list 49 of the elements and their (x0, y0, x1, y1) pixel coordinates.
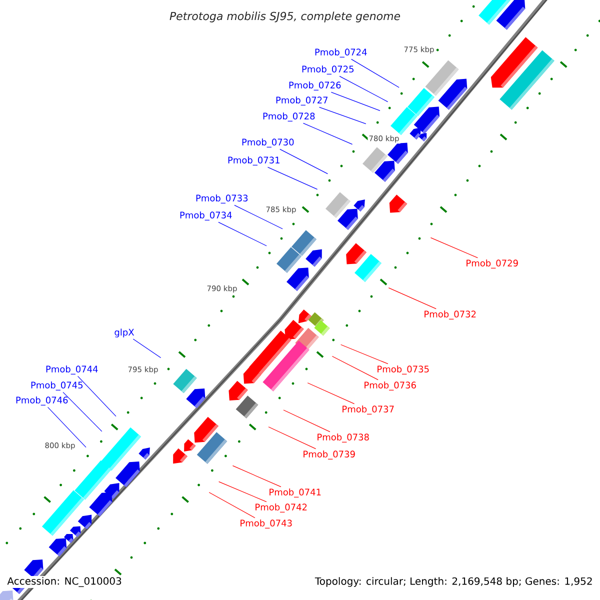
leader-line (218, 481, 267, 502)
leader-line (208, 492, 256, 518)
gene-label: Pmob_0745 (31, 382, 82, 390)
leader-line (330, 92, 380, 111)
gene-label: Pmob_0734 (180, 212, 232, 220)
leader-line (318, 106, 366, 124)
gene-label: Pmob_0741 (270, 488, 321, 498)
gene-label: Pmob_0742 (256, 504, 307, 512)
leader-line (218, 222, 267, 246)
gene-label: Pmob_0724 (315, 48, 367, 58)
gene-label: Pmob_0732 (424, 310, 476, 320)
leader-line (283, 410, 330, 432)
leader-line (234, 204, 283, 230)
gene-label: Pmob_0731 (228, 156, 280, 166)
leader-line (267, 166, 318, 190)
gene-label: Pmob_0744 (46, 366, 98, 374)
gene-label: Pmob_0729 (466, 260, 518, 268)
accession-text: Accession: NC_010003 (6, 576, 123, 588)
gene-label: Pmob_0726 (289, 82, 341, 90)
gene-label: Pmob_0743 (240, 520, 292, 528)
leader-line (268, 426, 316, 450)
leader-line (47, 406, 86, 448)
leader-line (132, 338, 162, 358)
leader-line (332, 356, 378, 380)
gene-label: Pmob_0737 (342, 406, 394, 414)
title: Petrotoga mobilis SJ95, complete genome (168, 10, 402, 24)
gene-label: Pmob_0746 (16, 396, 68, 406)
leader-line (307, 382, 355, 404)
leader-line (351, 58, 400, 88)
gene-label: Pmob_0728 (263, 112, 315, 122)
genome-info-text: Topology: circular; Length: 2,169,548 bp; Genes: 1,952 (314, 577, 592, 587)
gene-label: Pmob_0725 (302, 66, 354, 74)
gene-label: Pmob_0736 (364, 382, 416, 390)
leader-line (339, 76, 388, 102)
gene-label: Pmob_0733 (196, 194, 248, 204)
leader-line (77, 376, 116, 417)
leader-line (388, 288, 436, 310)
gene-label: Pmob_0739 (304, 450, 355, 460)
gene-label: Pmob_0727 (276, 96, 328, 106)
gene-label: glpX (114, 328, 134, 338)
leader-line (280, 148, 328, 174)
leader-line (232, 465, 282, 488)
leader-line (430, 237, 478, 258)
leader-line (302, 122, 353, 145)
leader-line (62, 392, 102, 432)
leader-line (340, 344, 388, 364)
gene-label: Pmob_0735 (378, 366, 429, 374)
gene-label: Pmob_0730 (242, 138, 294, 148)
gene-label: Pmob_0738 (318, 434, 369, 442)
